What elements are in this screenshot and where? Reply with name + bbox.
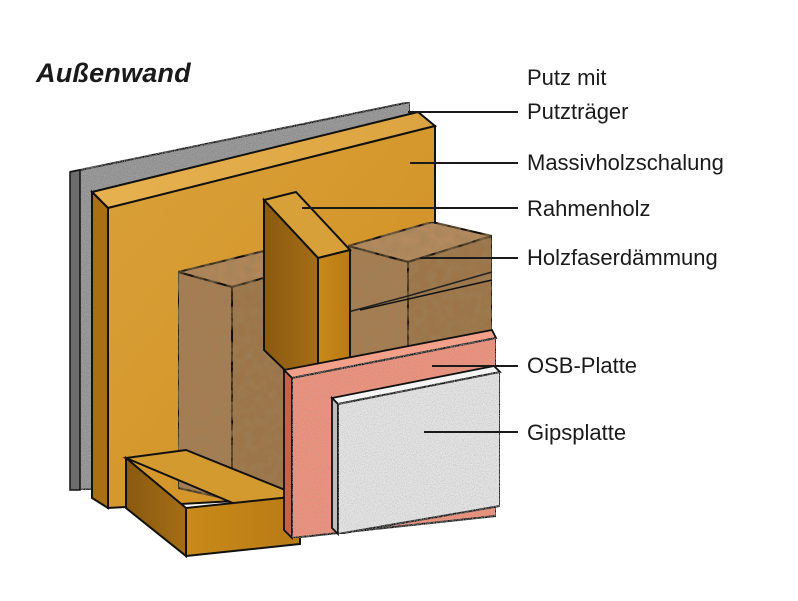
diagram-title: Außenwand — [36, 58, 191, 88]
rahmenholz-bottom-sill — [122, 448, 304, 559]
leader-lines — [302, 111, 518, 433]
label-putz-line2: Putzträger — [527, 99, 629, 124]
label-holzfaserdaemmung: Holzfaserdämmung — [527, 245, 718, 270]
label-putz-line1: Putz mit — [527, 65, 607, 90]
gipsplatte-layer — [330, 365, 502, 537]
label-gipsplatte: Gipsplatte — [527, 420, 627, 445]
label-rahmenholz: Rahmenholz — [527, 196, 651, 221]
label-massivholzschalung: Massivholzschalung — [527, 150, 724, 175]
label-osb-platte: OSB-Platte — [527, 353, 638, 378]
